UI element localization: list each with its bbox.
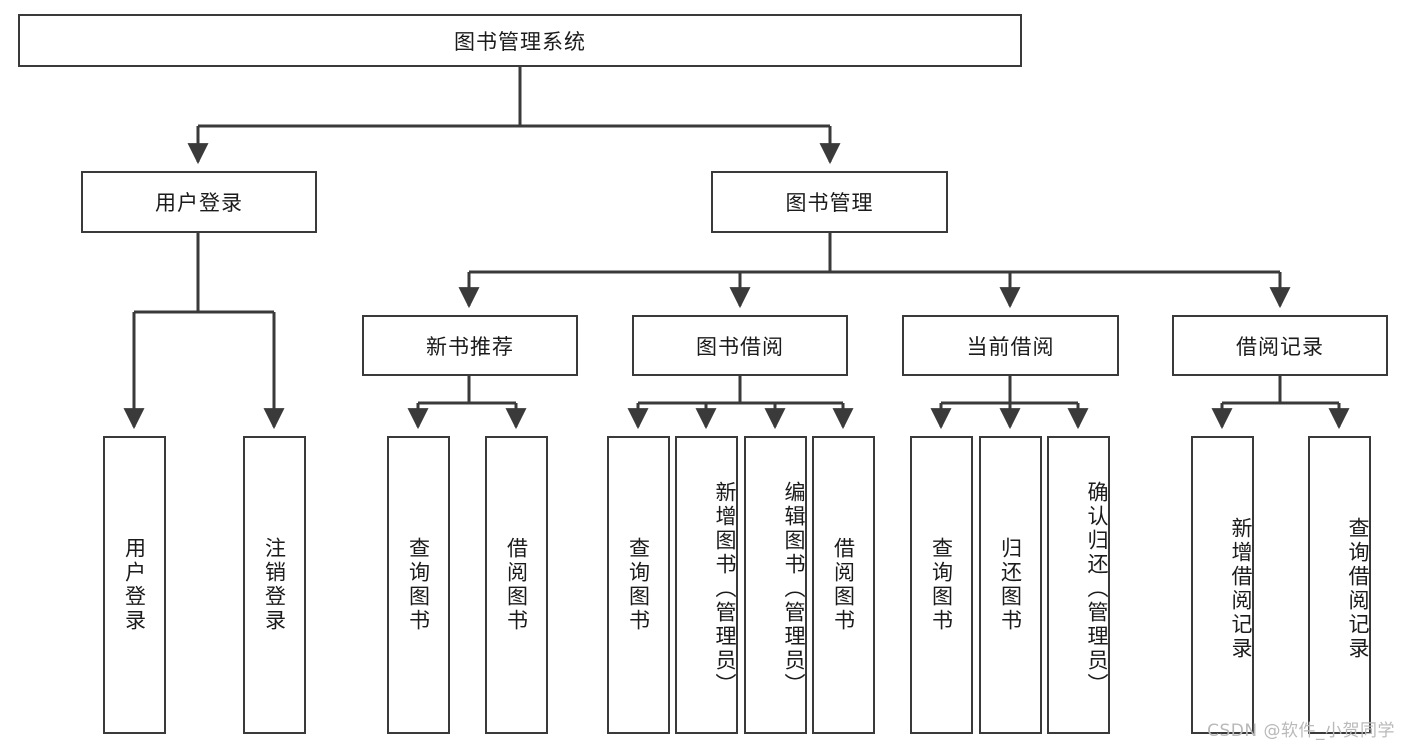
leaf-return-book-label: 归还图书 bbox=[998, 537, 1023, 633]
leaf-add-book-label: 新增图书（管理员） bbox=[713, 481, 737, 697]
leaf-user-login-label: 用户登录 bbox=[122, 537, 147, 633]
watermark-text: CSDN @软件_小贺同学 bbox=[1207, 721, 1395, 741]
leaf-add-book[interactable]: 新增图书（管理员） bbox=[675, 436, 738, 734]
node-root-label: 图书管理系统 bbox=[454, 29, 586, 54]
leaf-user-login[interactable]: 用户登录 bbox=[103, 436, 166, 734]
leaf-edit-book[interactable]: 编辑图书（管理员） bbox=[744, 436, 807, 734]
leaf-logout-login-label: 注销登录 bbox=[262, 537, 287, 633]
leaf-borrow-book-2[interactable]: 借阅图书 bbox=[812, 436, 875, 734]
leaf-confirm-return-label: 确认归还（管理员） bbox=[1085, 481, 1109, 697]
node-new-book-recommend[interactable]: 新书推荐 bbox=[362, 315, 578, 376]
leaf-query-book-2-label: 查询图书 bbox=[626, 537, 651, 633]
node-current-borrow[interactable]: 当前借阅 bbox=[902, 315, 1119, 376]
leaf-logout-login[interactable]: 注销登录 bbox=[243, 436, 306, 734]
leaf-borrow-book-2-label: 借阅图书 bbox=[831, 537, 856, 633]
node-current-borrow-label: 当前借阅 bbox=[966, 334, 1055, 359]
node-book-manage[interactable]: 图书管理 bbox=[711, 171, 948, 233]
leaf-query-book-3[interactable]: 查询图书 bbox=[910, 436, 973, 734]
node-borrow-record[interactable]: 借阅记录 bbox=[1172, 315, 1388, 376]
node-new-book-recommend-label: 新书推荐 bbox=[426, 334, 514, 359]
node-book-borrow-label: 图书借阅 bbox=[696, 334, 784, 359]
leaf-query-record-label: 查询借阅记录 bbox=[1346, 517, 1370, 661]
node-root[interactable]: 图书管理系统 bbox=[18, 14, 1022, 67]
leaf-query-book-1[interactable]: 查询图书 bbox=[387, 436, 450, 734]
leaf-query-book-2[interactable]: 查询图书 bbox=[607, 436, 670, 734]
leaf-confirm-return[interactable]: 确认归还（管理员） bbox=[1047, 436, 1110, 734]
leaf-return-book[interactable]: 归还图书 bbox=[979, 436, 1042, 734]
leaf-query-book-1-label: 查询图书 bbox=[406, 537, 431, 633]
leaf-edit-book-label: 编辑图书（管理员） bbox=[782, 481, 806, 697]
node-user-login-label: 用户登录 bbox=[155, 191, 243, 215]
leaf-query-record[interactable]: 查询借阅记录 bbox=[1308, 436, 1371, 734]
leaf-add-record-label: 新增借阅记录 bbox=[1229, 517, 1253, 661]
node-book-borrow[interactable]: 图书借阅 bbox=[632, 315, 848, 376]
node-book-manage-label: 图书管理 bbox=[785, 191, 874, 215]
node-borrow-record-label: 借阅记录 bbox=[1236, 334, 1324, 359]
leaf-borrow-book-1-label: 借阅图书 bbox=[504, 537, 529, 633]
leaf-query-book-3-label: 查询图书 bbox=[929, 537, 954, 633]
leaf-add-record[interactable]: 新增借阅记录 bbox=[1191, 436, 1254, 734]
node-user-login[interactable]: 用户登录 bbox=[81, 171, 317, 233]
leaf-borrow-book-1[interactable]: 借阅图书 bbox=[485, 436, 548, 734]
